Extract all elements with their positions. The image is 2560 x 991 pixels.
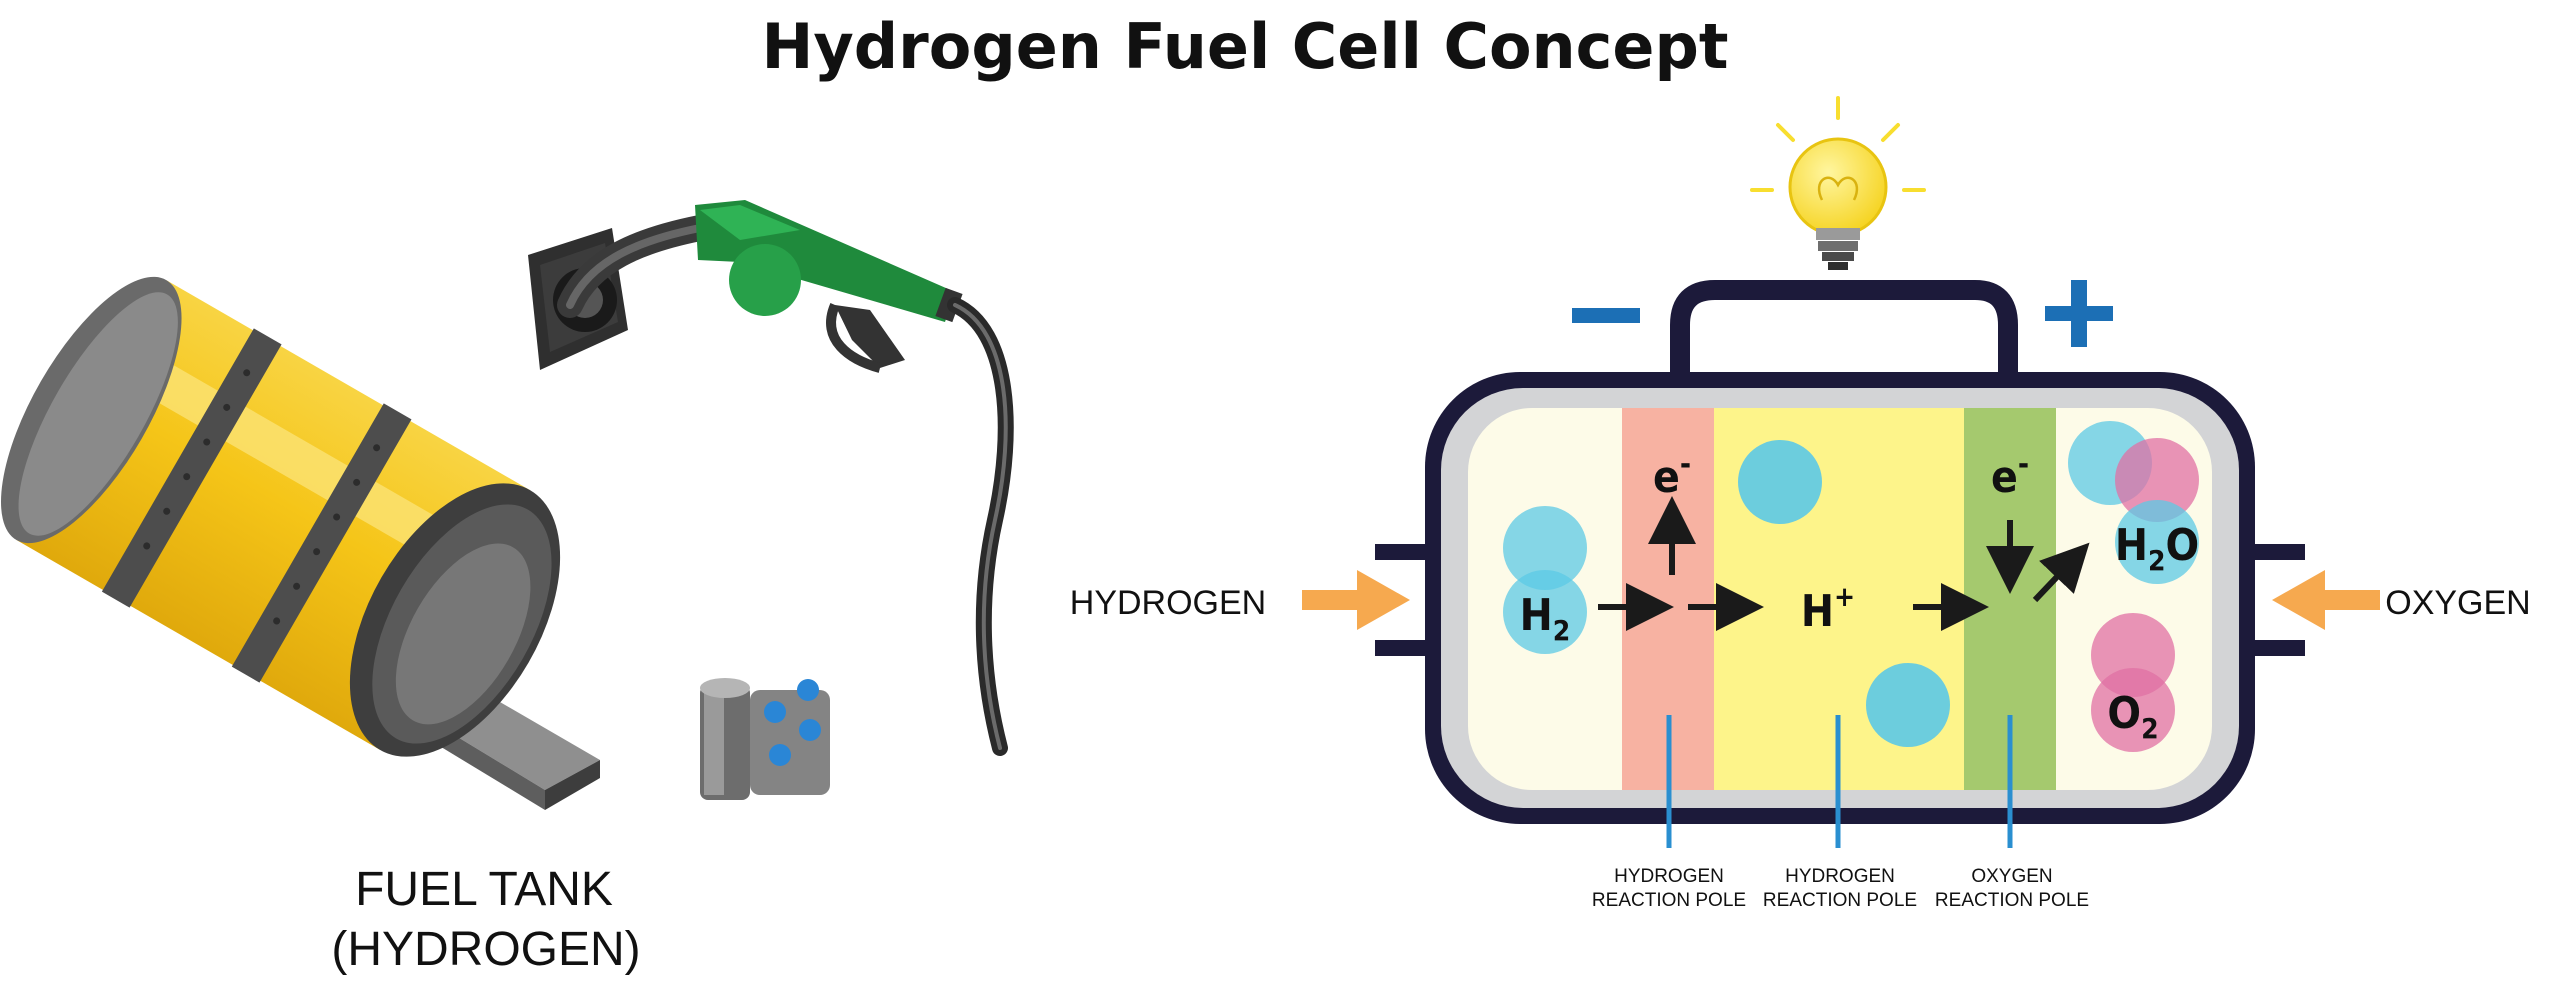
hydrogen-bubble-bottom xyxy=(1866,663,1950,747)
pole-label-3-line2: REACTION POLE xyxy=(1935,890,2089,911)
pole-label-2-line1: HYDROGEN xyxy=(1785,866,1895,887)
positive-terminal xyxy=(2045,280,2113,347)
electron-label-right: e- xyxy=(1991,447,2029,503)
tank-bands xyxy=(101,328,412,683)
page-title: Hydrogen Fuel Cell Concept xyxy=(762,10,1729,83)
oxygen-input-label: OXYGEN xyxy=(2385,584,2530,622)
hydrogen-bubble-top xyxy=(1738,440,1822,524)
hydrogen-input-arrow xyxy=(1302,570,1410,630)
side-ports xyxy=(1375,544,2305,656)
reaction-arrows xyxy=(1598,496,2090,631)
pole-label-1-line1: HYDROGEN xyxy=(1614,866,1724,887)
electron-label-left: e- xyxy=(1653,447,1691,503)
water-molecule xyxy=(2068,421,2199,584)
circuit-wire xyxy=(1670,280,2018,380)
fuel-cell xyxy=(1302,96,2380,848)
pole-lines xyxy=(1666,715,2013,848)
o2-molecule xyxy=(2091,613,2175,752)
pole-label-1-line2: REACTION POLE xyxy=(1592,890,1746,911)
pole-label-2-line2: REACTION POLE xyxy=(1763,890,1917,911)
negative-terminal xyxy=(1572,308,1640,323)
light-bulb-icon xyxy=(1750,96,1926,270)
water-label: H2O xyxy=(2115,520,2199,577)
h2-label: H2 xyxy=(1520,590,1571,647)
tank-cylinder xyxy=(1,276,561,757)
pole-labels: HYDROGEN REACTION POLE HYDROGEN REACTION… xyxy=(1592,866,2089,911)
fuel-nozzle xyxy=(528,200,1014,756)
o2-label: O2 xyxy=(2107,688,2158,745)
oxygen-input-arrow xyxy=(2272,570,2380,630)
tank-label-line1: FUEL TANK xyxy=(355,863,613,916)
tank-label-line2: (HYDROGEN) xyxy=(331,923,640,976)
tank-valve xyxy=(700,678,830,800)
pole-label-3-line1: OXYGEN xyxy=(1971,866,2052,887)
fuel-tank-illustration xyxy=(1,200,1014,810)
h2-molecule xyxy=(1503,506,1587,654)
hydrogen-input-label: HYDROGEN xyxy=(1070,584,1266,622)
proton-label: H+ xyxy=(1801,580,1855,637)
